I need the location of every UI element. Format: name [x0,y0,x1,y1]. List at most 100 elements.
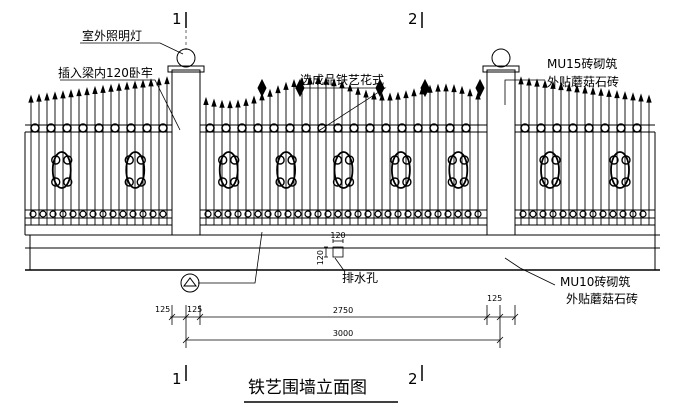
fence-scroll [237,123,247,133]
fence-bottom-curl [434,210,442,218]
fence-spear-tip [124,81,130,90]
fence-bottom-curl [204,210,212,218]
fence-scroll [78,123,88,133]
fence-scroll [584,123,594,133]
dim-left-outer: 125 [155,305,170,314]
fence-bottom-curl [354,210,362,218]
fence-spear-tip [100,84,106,93]
fence-medallion [51,151,72,189]
fence-scroll [397,123,407,133]
fence-bottom-curl [609,210,617,218]
fence-spear-tip [574,84,580,93]
fence-medallion-curl [621,177,631,187]
fence-bottom-curl [589,210,597,218]
fence-medallion-curl [217,155,228,165]
drain-width-label: 120 [330,231,345,240]
fence-bottom-curl [569,210,577,218]
dim-right-inner: 125 [487,294,502,303]
fence-bottom-curl [89,210,97,218]
fence-bottom-curl [59,210,67,218]
fence-spear-tip [76,88,82,97]
fence-medallion-curl [390,155,400,165]
fence-scroll [616,123,626,133]
fence-medallion-curl [447,155,457,165]
fence-spear-tip [638,93,644,102]
fence-bottom-curl [49,210,57,218]
drain-height-label: 120 [316,250,325,265]
fence-spear-tip [203,96,209,105]
fence-scroll [126,123,136,133]
fence-spear-tip [331,78,337,87]
fence-bottom-curl [629,210,637,218]
fence-medallion-curl [229,177,240,187]
fence-scroll [62,123,72,133]
fence-bottom-curl [109,210,117,218]
fence-finial [420,78,430,98]
fence-spear-tip [526,77,532,86]
fence-spear-tip [630,92,636,101]
fence-medallion-curl [332,155,343,165]
fence-scroll [269,123,279,133]
fence-bottom-curl [304,210,312,218]
fence-spear-tip [542,79,548,88]
fence-bottom-curl [149,210,157,218]
fence-scroll [333,123,343,133]
fence-spear-tip [148,78,154,87]
insert-beam-label: 插入梁内120卧牢 [58,65,153,80]
fence-spear-tip [614,89,620,99]
fence-scroll [285,123,295,133]
fence-medallion [610,151,630,189]
fence-spear-tip [44,92,50,101]
fence-bottom-curl [599,210,607,218]
fence-spear-tip [518,76,524,85]
section-mark-2-bottom: 2 [408,370,418,388]
fence-medallion-curl [621,155,631,165]
fence-bottom-curl [159,210,167,218]
fence-bottom-curl [444,210,452,218]
fence-bottom-curl [99,210,107,218]
fence-medallion-curl [229,155,240,165]
fence-medallion-curl [390,177,400,187]
fence-spear-tip [606,88,612,97]
fence-bottom-curl [579,210,587,218]
fence-medallion-curl [332,177,343,187]
fence-spear-tip [598,87,604,96]
pillar-tile-label: 外贴蘑菇石砖 [547,74,619,89]
leader-lines [60,42,556,286]
fence-scroll [94,123,104,133]
fence-bottom-curl [69,210,77,218]
drain-label: 排水孔 [342,271,378,285]
fence-finial [475,78,485,98]
fence-scroll [445,123,455,133]
fence-spear-tip [132,80,138,89]
fence-medallion [125,151,146,189]
fence-medallion [540,151,560,189]
fence-bottom-curl [344,210,352,218]
fence-bottom-curl [234,210,242,218]
fence-spear-tip [467,88,473,97]
fence-medallion-curl [551,177,561,187]
fence-bottom-curl [294,210,302,218]
fence-scroll [158,123,168,133]
ironwork-label: 选成品铁艺花式 [300,72,384,87]
fence-bottom-curl [454,210,462,218]
fence-spear-tip [156,77,162,86]
fence-spear-tip [52,91,58,100]
fence-scroll [317,123,327,133]
section-mark-2-top: 2 [408,10,418,28]
fence-scroll [520,123,530,133]
fence-spear-tip [395,91,401,100]
fence-medallion-curl [136,155,146,165]
fence-spear-tip [451,84,457,93]
drawing-title: 铁艺围墙立面图 [248,378,367,398]
left-pillar [167,48,205,236]
fence-spear-tip [323,76,329,85]
fence-bottom-curl [79,210,87,218]
fence-bottom-curl [314,210,322,218]
fence-scroll [552,123,562,133]
fence-medallion-curl [609,177,619,187]
fence-bottom-curl [29,210,37,218]
fence-spear-tip [315,75,321,84]
fence-body [24,75,656,235]
dim-left-inner: 125 [187,305,202,314]
